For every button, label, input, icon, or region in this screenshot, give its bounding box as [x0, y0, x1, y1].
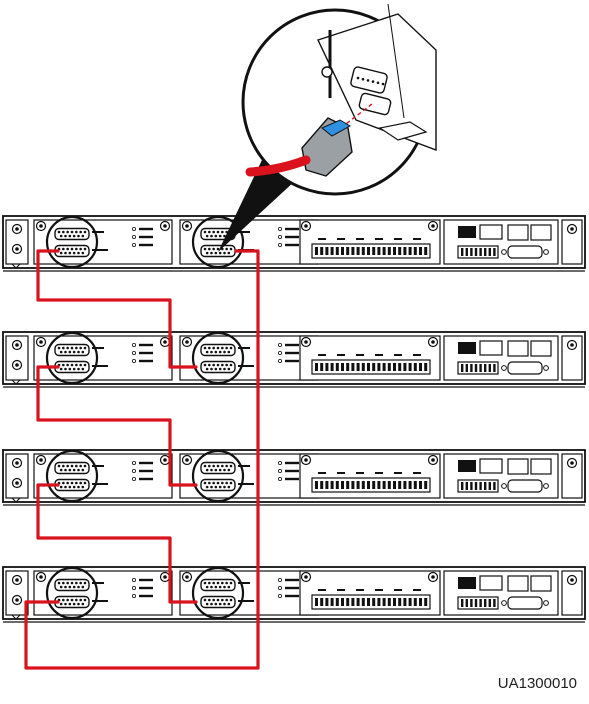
parallel-port-upper: [201, 580, 235, 591]
panel-screw: [429, 338, 438, 347]
ear-screw: [13, 479, 22, 488]
slot-screw: [161, 573, 170, 582]
parallel-port-lower: [201, 480, 235, 491]
panel-screw: [429, 573, 438, 582]
parallel-port-lower: [55, 597, 89, 608]
slot-screw: [161, 456, 170, 465]
ear-screw: [13, 596, 22, 605]
parallel-port-upper: [201, 345, 235, 356]
panel-screw: [302, 456, 311, 465]
serial-port: [508, 597, 542, 609]
usb-port: [458, 226, 476, 238]
panel-screw: [302, 573, 311, 582]
parallel-port-upper: [55, 463, 89, 474]
slot-screw: [161, 222, 170, 231]
terminal-panel: [300, 336, 440, 380]
slot-screw: [37, 573, 46, 582]
ear-screw: [13, 459, 22, 468]
parallel-port-lower: [201, 597, 235, 608]
module-slot-b: [180, 333, 318, 383]
ear-screw: [13, 341, 22, 350]
slot-screw: [37, 338, 46, 347]
monitoring-panel: [444, 454, 558, 498]
module-slot-a: [34, 451, 172, 501]
display-window: [480, 225, 502, 239]
rj45-port: [531, 225, 551, 240]
terminal-block: [312, 595, 430, 609]
terminal-panel: [300, 571, 440, 615]
parallel-port-lower: [55, 246, 89, 257]
display-window: [480, 459, 502, 473]
rj45-port: [508, 576, 528, 591]
rj45-port: [531, 459, 551, 474]
rack-unit-2: [3, 332, 585, 387]
slot-screw: [183, 222, 192, 231]
slot-screw: [183, 456, 192, 465]
display-window: [480, 576, 502, 590]
module-slot-b: [180, 568, 318, 618]
slot-screw: [37, 456, 46, 465]
ear-screw: [13, 225, 22, 234]
terminal-panel: [300, 220, 440, 264]
parallel-port-lower: [55, 480, 89, 491]
rj45-port: [508, 341, 528, 356]
rj45-port: [508, 225, 528, 240]
serial-port: [508, 362, 542, 374]
module-slot-a: [34, 568, 172, 618]
rj45-port: [508, 459, 528, 474]
terminal-block: [312, 244, 430, 258]
dry-contact-block: [458, 480, 498, 492]
rj45-port: [531, 341, 551, 356]
slot-screw: [183, 573, 192, 582]
monitoring-panel: [444, 336, 558, 380]
callout-magnifier: [218, 4, 436, 252]
zoom-screw: [322, 67, 332, 77]
slot-screw: [161, 338, 170, 347]
panel-screw: [302, 222, 311, 231]
dry-contact-block: [458, 246, 498, 258]
terminal-block: [312, 478, 430, 492]
display-window: [480, 341, 502, 355]
usb-port: [458, 342, 476, 354]
slot-screw: [183, 338, 192, 347]
serial-port: [508, 480, 542, 492]
usb-port: [458, 577, 476, 589]
rack-unit-3: [3, 450, 585, 505]
module-slot-a: [34, 333, 172, 383]
ear-screw: [568, 459, 577, 468]
dry-contact-block: [458, 362, 498, 374]
panel-screw: [429, 456, 438, 465]
module-slot-b: [180, 217, 318, 267]
panel-screw: [429, 222, 438, 231]
serial-port: [508, 246, 542, 258]
ear-screw: [13, 361, 22, 370]
ear-screw: [568, 341, 577, 350]
dry-contact-block: [458, 597, 498, 609]
panel-screw: [302, 338, 311, 347]
parallel-port-upper: [55, 580, 89, 591]
module-slot-a: [34, 217, 172, 267]
module-slot-b: [180, 451, 318, 501]
parallel-port-lower: [201, 246, 235, 257]
parallel-port-upper: [55, 229, 89, 240]
ear-screw: [568, 576, 577, 585]
ear-screw: [13, 576, 22, 585]
parallel-port-lower: [55, 362, 89, 373]
ear-screw: [568, 225, 577, 234]
terminal-block: [312, 360, 430, 374]
ear-screw: [13, 245, 22, 254]
terminal-panel: [300, 454, 440, 498]
parallel-port-upper: [201, 463, 235, 474]
parallel-port-lower: [201, 362, 235, 373]
rack-unit-1: [3, 216, 585, 271]
usb-port: [458, 460, 476, 472]
monitoring-panel: [444, 571, 558, 615]
slot-screw: [37, 222, 46, 231]
rack-unit-4: [3, 567, 585, 622]
monitoring-panel: [444, 220, 558, 264]
figure-id-label: UA1300010: [498, 675, 577, 692]
parallel-port-upper: [55, 345, 89, 356]
rj45-port: [531, 576, 551, 591]
